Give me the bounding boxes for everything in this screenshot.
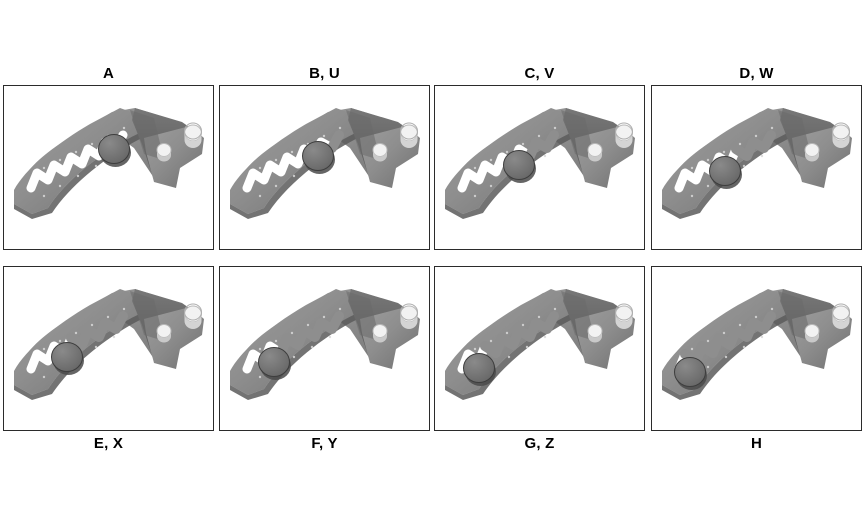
panel-d[interactable] [651, 85, 862, 250]
panel-cell-h: H [651, 266, 862, 455]
panel-e[interactable] [3, 266, 214, 431]
panel-label-h: H [750, 435, 763, 452]
panel-label-b: B, U [309, 65, 340, 82]
panel-cell-b: B, U [219, 66, 430, 250]
panel-b[interactable] [219, 85, 430, 250]
panel-label-g: G, Z [524, 435, 555, 452]
panel-c[interactable] [434, 85, 645, 250]
panel-label-d: D, W [739, 65, 774, 82]
panel-cell-g: G, Z [434, 266, 645, 455]
panel-label-c: C, V [524, 65, 555, 82]
panel-f[interactable] [219, 266, 430, 431]
panel-a[interactable] [3, 85, 214, 250]
panel-cell-f: F, Y [219, 266, 430, 455]
panel-cell-c: C, V [434, 66, 645, 250]
panel-label-e: E, X [93, 435, 124, 452]
panel-h[interactable] [651, 266, 862, 431]
panel-cell-a: A [3, 66, 214, 250]
panel-g[interactable] [434, 266, 645, 431]
panel-label-f: F, Y [311, 435, 338, 452]
panel-cell-e: E, X [3, 266, 214, 455]
panel-label-a: A [102, 65, 115, 82]
panel-cell-d: D, W [651, 66, 862, 250]
